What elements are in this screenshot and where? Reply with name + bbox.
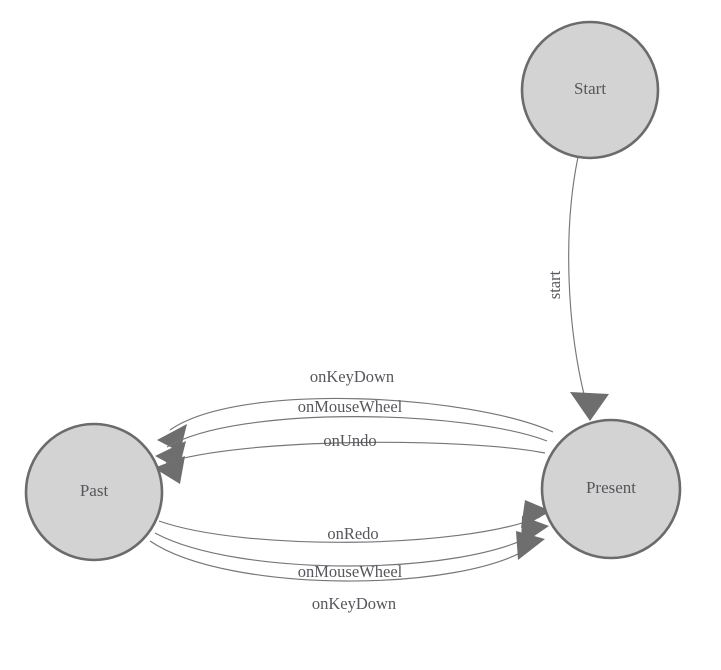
edge-label-past-to-present-mousewheel: onMouseWheel: [298, 562, 403, 581]
node-present-circle: [540, 418, 682, 560]
node-start[interactable]: Start: [520, 20, 660, 160]
node-past[interactable]: Past: [24, 422, 164, 562]
edge-label-present-to-past-mousewheel: onMouseWheel: [298, 397, 403, 416]
node-start-circle: [520, 20, 660, 160]
node-past-circle: [24, 422, 164, 562]
edge-past-to-present-mousewheel-path: [154, 532, 538, 567]
edge-past-to-present-keydown[interactable]: [149, 531, 545, 582]
edge-label-present-to-past-keydown: onKeyDown: [310, 367, 394, 386]
node-start-label: Start: [574, 79, 606, 98]
arrowhead-past-to-present-keydown: [516, 531, 545, 560]
edge-label-start: start: [545, 270, 564, 299]
edge-start-to-present[interactable]: [568, 156, 609, 421]
node-past-label: Past: [80, 481, 109, 500]
arrowhead-start-to-present: [570, 392, 609, 421]
edge-label-present-to-past-undo: onUndo: [323, 431, 376, 450]
node-present-label: Present: [586, 478, 636, 497]
edge-past-to-present-keydown-path: [149, 540, 533, 582]
edge-start-to-present-path: [568, 156, 589, 411]
edge-present-to-past-mousewheel-path: [166, 416, 548, 448]
arrowhead-present-to-past-undo: [154, 456, 185, 484]
edge-present-to-past-keydown-path: [169, 397, 554, 433]
edge-label-past-to-present-keydown: onKeyDown: [312, 594, 396, 613]
edge-present-to-past-undo[interactable]: [154, 441, 546, 484]
node-present[interactable]: Present: [540, 418, 682, 560]
edge-past-to-present-redo-path: [158, 516, 541, 543]
edge-present-to-past-undo-path: [165, 441, 546, 464]
edge-label-past-to-present-redo: onRedo: [327, 524, 378, 543]
